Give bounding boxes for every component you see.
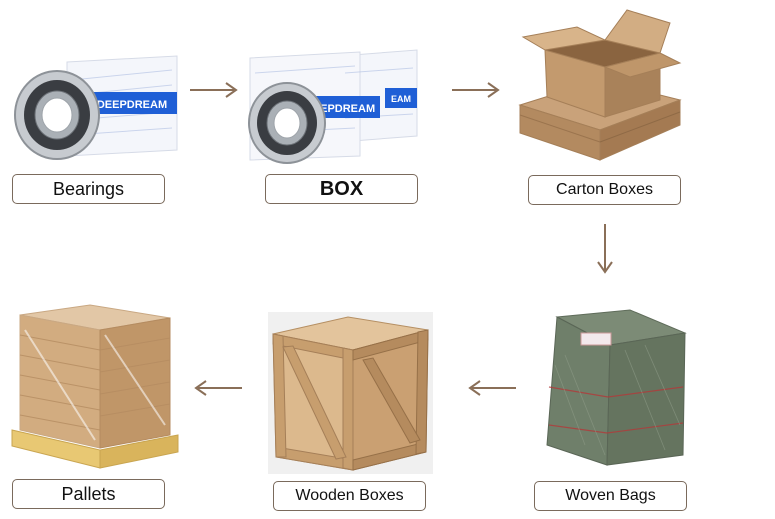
pallets-label: Pallets [12,479,165,509]
bearings-image: DEEPDREAM [12,50,182,165]
wooden-boxes-label: Wooden Boxes [273,481,426,511]
arrow-down [597,224,613,276]
arrow-right-1 [190,82,240,98]
arrow-right-2 [452,82,502,98]
box-image: EAM DEEPDREAM [245,48,420,166]
woven-bags-image [535,305,690,473]
pallets-image [10,300,180,472]
svg-text:EAM: EAM [391,94,411,104]
wooden-boxes-image [268,312,433,474]
bearings-brand-text: DEEPDREAM [97,99,167,111]
arrow-left-2 [466,380,516,396]
woven-bags-label: Woven Bags [534,481,687,511]
arrow-left-1 [192,380,242,396]
box-label: BOX [265,174,418,204]
carton-boxes-image [515,5,685,165]
bearings-label: Bearings [12,174,165,204]
carton-boxes-label: Carton Boxes [528,175,681,205]
